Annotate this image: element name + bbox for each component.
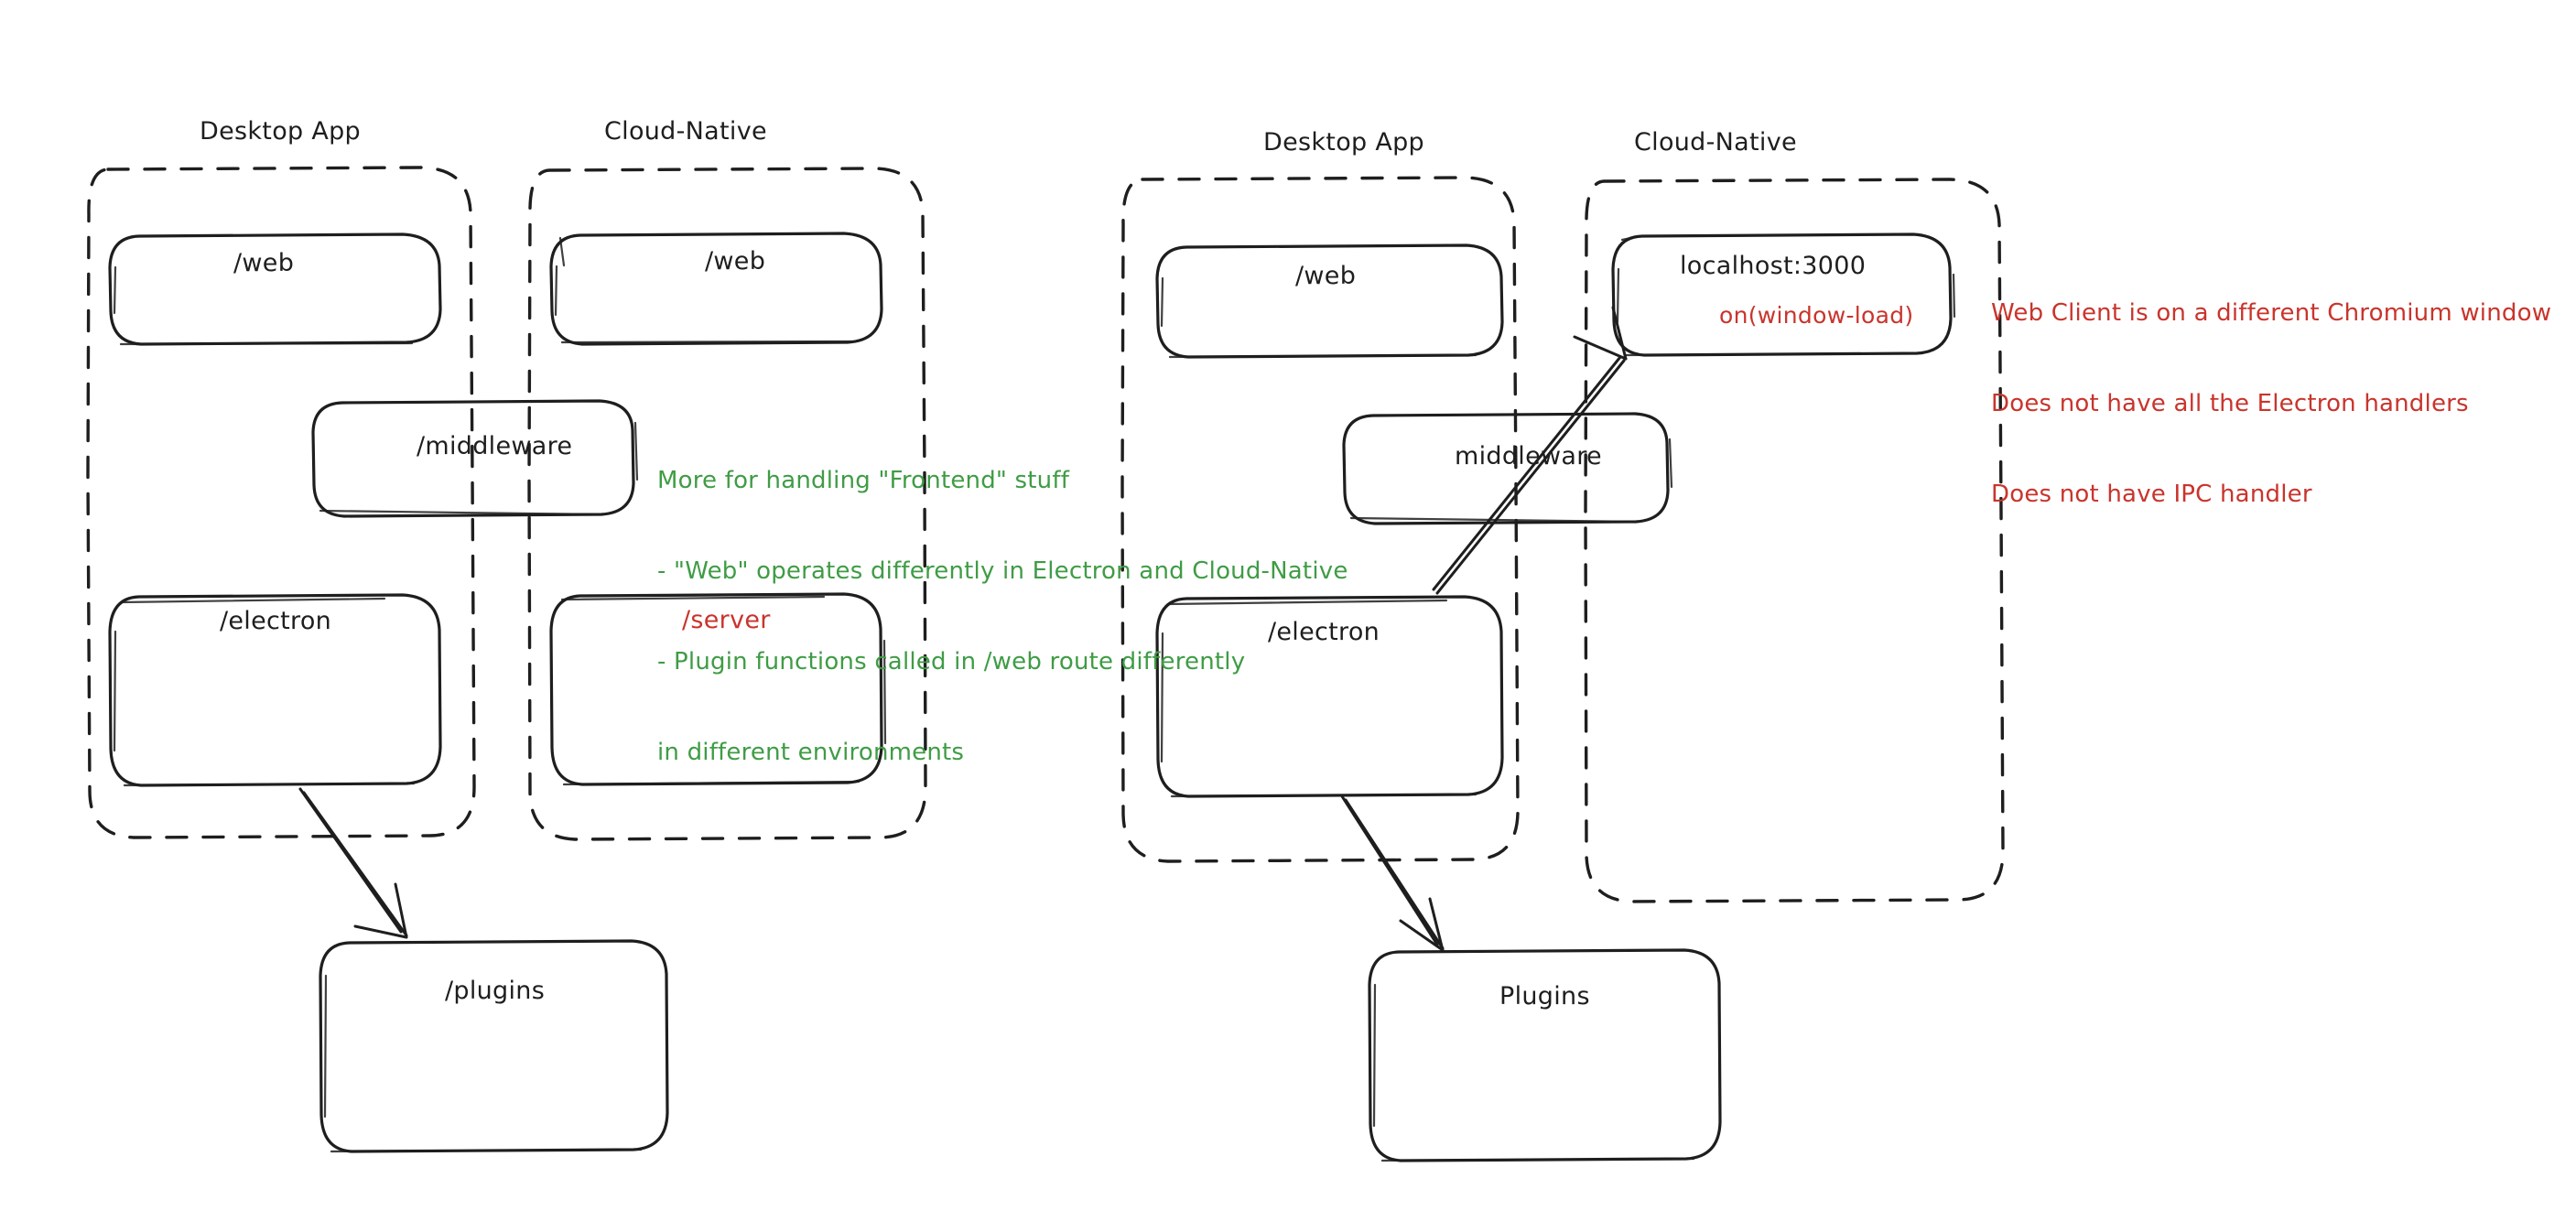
group-right-desktop-app [1120,176,1520,863]
node-label-left-middleware: /middleware [417,432,573,460]
node-label-left-web-desktop: /web [233,249,295,277]
annotation-red-line-2: Does not have all the Electron handlers [1991,390,2469,417]
node-label-right-plugins: Plugins [1499,982,1590,1010]
edge-right-electron-to-localhost [1432,306,1628,595]
node-label-right-web: /web [1295,262,1357,290]
node-right-localhost [1611,232,1956,357]
annotation-green-note: More for handling "Frontend" stuff - "We… [657,405,1348,798]
node-left-electron [108,593,442,787]
node-label-left-plugins: /plugins [445,977,546,1005]
edge-left-electron-to-plugins [298,787,408,939]
node-label-right-middleware: middleware [1455,442,1602,470]
group-right-cloud-native [1584,178,2005,903]
annotation-green-line-1: More for handling "Frontend" stuff [657,467,1070,494]
group-title-right-cloud-native: Cloud-Native [1634,128,1797,157]
edge-right-electron-to-plugins [1340,794,1445,952]
node-sublabel-right-localhost-on-window-load: on(window-load) [1719,302,1914,329]
node-label-right-localhost: localhost:3000 [1680,252,1867,280]
group-title-right-desktop-app: Desktop App [1263,128,1424,157]
node-label-left-web-cloud: /web [705,247,766,276]
annotation-green-line-4: in different environments [657,739,965,766]
group-left-cloud-native [527,167,927,841]
annotation-green-line-3: - Plugin functions called in /web route … [657,648,1246,675]
node-label-left-server: /server [682,606,771,634]
annotation-red-line-3: Does not have IPC handler [1991,481,2312,508]
node-label-left-electron: /electron [220,607,332,635]
node-left-web-cloud [549,232,883,346]
annotation-red-note: Web Client is on a different Chromium wi… [1991,238,2551,540]
annotation-green-line-2: - "Web" operates differently in Electron… [657,557,1348,585]
group-title-left-desktop-app: Desktop App [200,117,361,146]
node-right-electron [1155,595,1504,798]
node-left-middleware [311,399,639,518]
annotation-red-line-1: Web Client is on a different Chromium wi… [1991,299,2552,327]
node-right-plugins [1368,948,1722,1162]
node-left-web-desktop [108,232,442,346]
group-title-left-cloud-native: Cloud-Native [604,117,767,146]
node-left-server [549,592,887,786]
node-right-web [1155,243,1504,359]
group-left-desktop-app [86,166,476,839]
node-left-plugins [319,939,669,1153]
node-label-right-electron: /electron [1268,618,1380,646]
